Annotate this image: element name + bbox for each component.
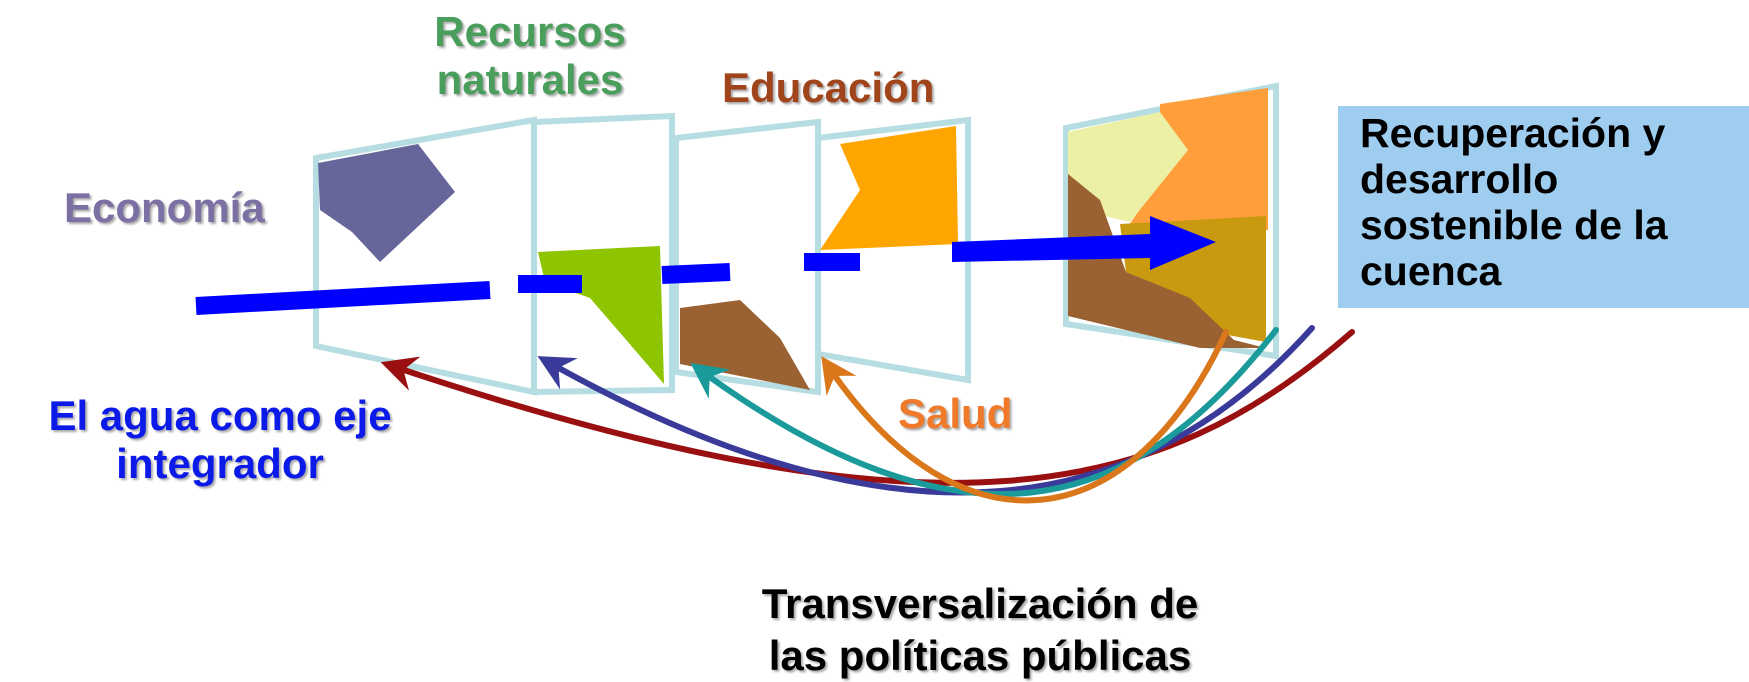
- result-line-2: desarrollo: [1360, 156, 1559, 202]
- label-economia: Economía: [64, 184, 265, 231]
- arc-to-economia: [380, 329, 1355, 486]
- label-educacion: Educación: [722, 64, 935, 111]
- policy-arcs: [380, 325, 1355, 504]
- economia-shape: [318, 144, 455, 262]
- educacion-shape: [820, 126, 958, 250]
- resultado-shape-yellow: [1068, 112, 1188, 222]
- label-salud: Salud: [898, 390, 1013, 437]
- result-line-1: Recuperación y: [1360, 110, 1666, 156]
- label-transv-line-2: las políticas públicas: [768, 632, 1192, 679]
- label-agua-line-2: integrador: [116, 440, 324, 487]
- axis-segment-1: [195, 281, 491, 315]
- panel-recursos-naturales: [531, 112, 675, 396]
- label-agua-line-1: El agua como eje: [48, 392, 392, 439]
- result-line-4: cuenca: [1360, 248, 1502, 294]
- label-recursos-naturales: Recursos naturales: [400, 8, 660, 104]
- panel-economia: [313, 116, 537, 396]
- resultado-shape-orange: [1120, 88, 1268, 238]
- label-recursos-line-1: Recursos: [434, 8, 626, 55]
- axis-arrow-icon: [952, 216, 1216, 270]
- label-recursos-line-2: naturales: [436, 56, 624, 103]
- resultado-shape-brown: [1068, 174, 1266, 348]
- result-box: Recuperación y desarrollo sostenible de …: [1338, 106, 1749, 308]
- arc-to-salud: [690, 327, 1279, 497]
- label-transversalizacion: Transversalización de las políticas públ…: [700, 578, 1260, 682]
- axis-segment-3: [661, 263, 731, 284]
- arc-to-educacion: [821, 329, 1229, 504]
- water-axis: [195, 216, 1216, 315]
- result-line-3: sostenible de la: [1360, 202, 1668, 248]
- panel-resultado: [1063, 82, 1279, 360]
- label-transv-line-1: Transversalización de: [761, 580, 1199, 627]
- panel-salud: [673, 118, 821, 396]
- panel-educacion: [815, 116, 971, 384]
- label-agua-eje-integrador: El agua como eje integrador: [10, 392, 430, 488]
